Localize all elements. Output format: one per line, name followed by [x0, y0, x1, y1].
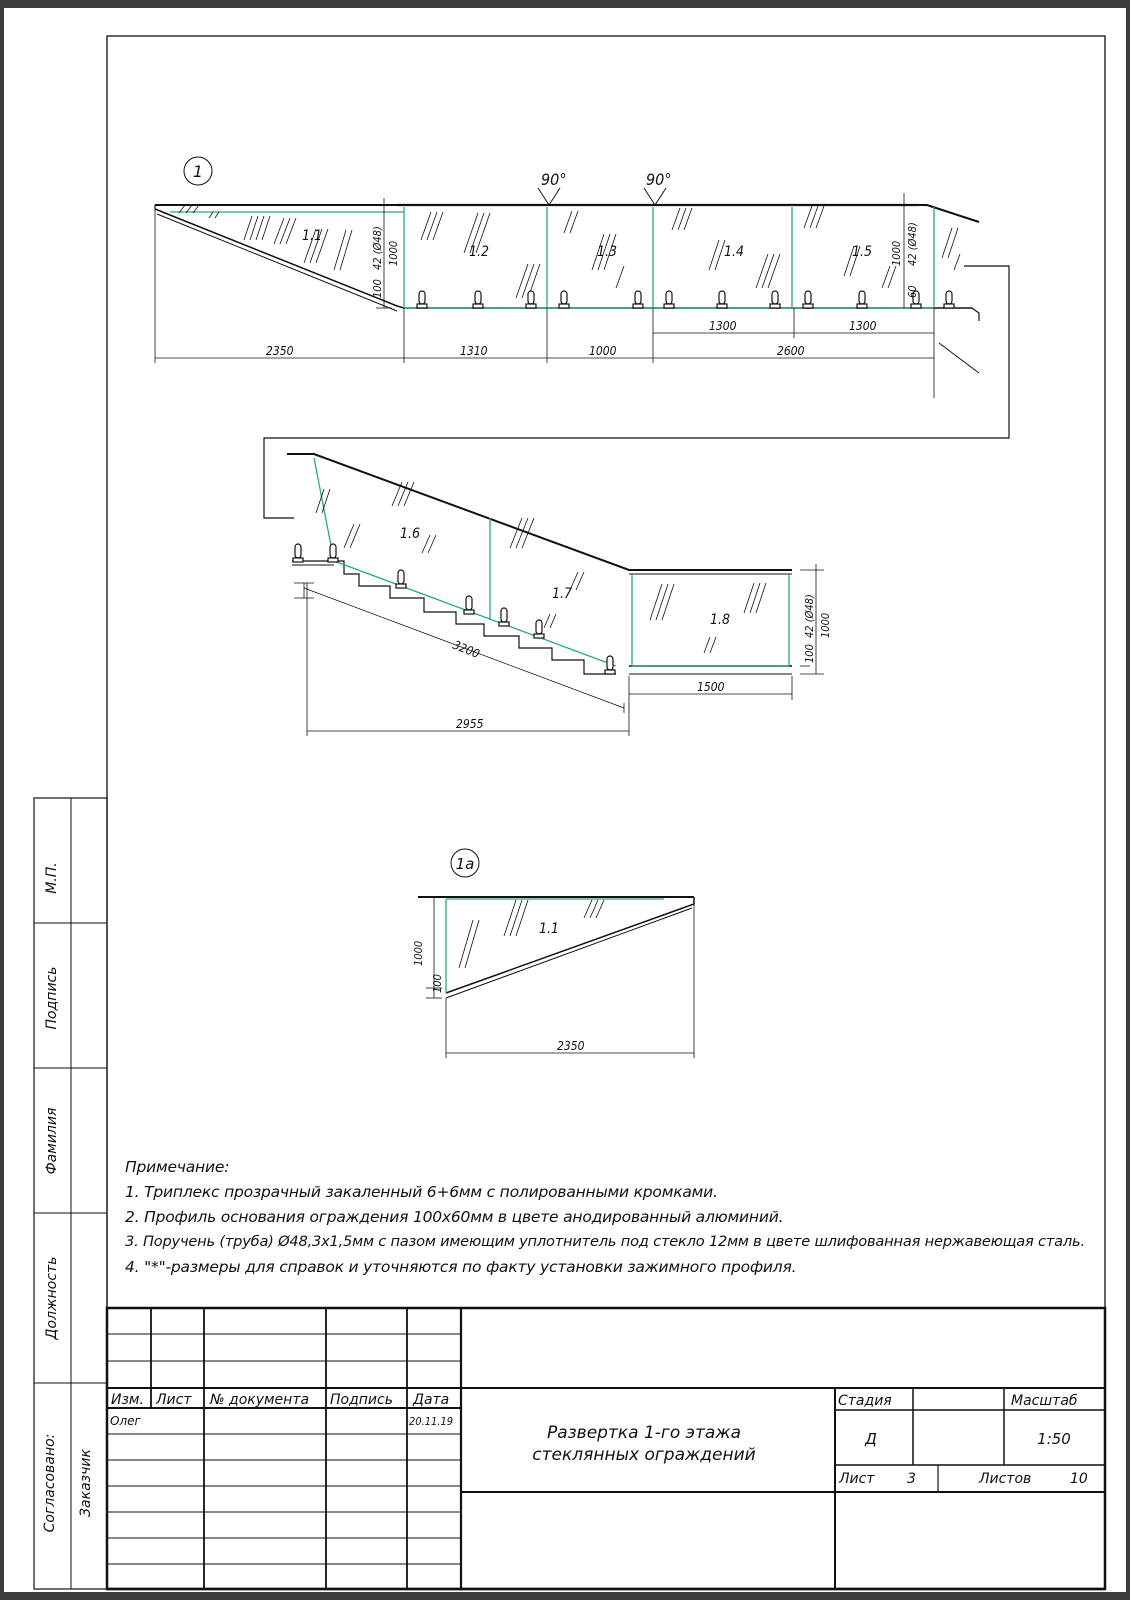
- drawing-sheet: М.П. Подпись Фамилия Должность Согласова…: [4, 8, 1126, 1592]
- note-1: 1. Триплекс прозрачный закаленный 6+6мм …: [125, 1183, 718, 1201]
- dim-1000: 1000: [589, 344, 617, 358]
- drawing-title-line2: стеклянных ограждений: [532, 1445, 755, 1465]
- dim-top-height-2: 1000: [890, 241, 903, 266]
- view-1: 1: [154, 156, 1010, 519]
- stamp-agreed-label: Согласовано:: [42, 1434, 58, 1533]
- sheet-value: 3: [907, 1471, 916, 1487]
- dim-1500: 1500: [697, 680, 725, 694]
- view-1a-marker: 1a: [456, 855, 475, 873]
- dim-1a-2350: 2350: [557, 1039, 585, 1053]
- hdr-document: № документа: [209, 1392, 309, 1408]
- dim-3200: 3200: [451, 638, 482, 661]
- notes-title: Примечание:: [125, 1158, 230, 1176]
- sheet-label: Лист: [838, 1471, 875, 1487]
- stamp-customer-label: Заказчик: [78, 1449, 94, 1517]
- dim-top-handrail-2: 42 (Ø48): [906, 222, 919, 266]
- title-block: Изм. Лист № документа Подпись Дата Олег …: [105, 1306, 1107, 1591]
- panel-1-3: 1.3: [597, 244, 617, 260]
- panel-1-5: 1.5: [852, 244, 872, 260]
- scale-value: 1:50: [1037, 1430, 1071, 1448]
- panel-1-6: 1.6: [400, 526, 420, 542]
- panel-1-2: 1.2: [469, 244, 489, 260]
- dim-1a-height: 1000: [412, 941, 425, 966]
- view-1a: 1a 1.1 1000 100 2350: [412, 848, 695, 1058]
- note-2: 2. Профиль основания ограждения 100х60мм…: [125, 1208, 784, 1226]
- note-4: 4. "*"-размеры для справок и уточняются …: [125, 1258, 797, 1276]
- author-name: Олег: [110, 1414, 141, 1428]
- sheets-value: 10: [1070, 1471, 1088, 1487]
- dim-mid-base: 100: [803, 644, 816, 663]
- dim-mid-height: 1000: [819, 613, 832, 638]
- angle-label-1: 90°: [541, 170, 567, 189]
- dim-top-base-2: 60: [906, 285, 919, 298]
- author-date: 20.11.19: [409, 1415, 453, 1428]
- stamp-mp-label: М.П.: [44, 862, 60, 894]
- panel-1-7: 1.7: [552, 586, 572, 602]
- dim-2955: 2955: [456, 717, 484, 731]
- hdr-list: Лист: [155, 1392, 192, 1408]
- dim-1310: 1310: [460, 344, 488, 358]
- panel-1-1: 1.1: [302, 228, 322, 244]
- hdr-signature: Подпись: [330, 1392, 393, 1408]
- stamp-position-label: Должность: [44, 1257, 60, 1341]
- scale-label: Масштаб: [1011, 1393, 1078, 1409]
- dim-2350: 2350: [266, 344, 294, 358]
- dim-top-handrail-1: 42 (Ø48): [371, 226, 384, 270]
- dim-1300-b: 1300: [849, 319, 877, 333]
- hdr-date: Дата: [412, 1392, 449, 1408]
- dim-1300-a: 1300: [709, 319, 737, 333]
- dim-1a-base: 100: [431, 974, 444, 993]
- view-1-marker: 1: [193, 162, 203, 181]
- dim-top-base-1: 100: [371, 279, 384, 298]
- hdr-izm: Изм.: [111, 1392, 144, 1408]
- panel-1-4: 1.4: [724, 244, 744, 260]
- inner-frame: [106, 35, 1106, 1590]
- stamp-surname-label: Фамилия: [44, 1108, 60, 1175]
- note-3: 3. Поручень (труба) Ø48,3х1,5мм с пазом …: [125, 1233, 1085, 1250]
- drawing-title-line1: Развертка 1-го этажа: [547, 1423, 741, 1443]
- dim-mid-handrail: 42 (Ø48): [803, 594, 816, 638]
- angle-label-2: 90°: [646, 170, 672, 189]
- panel-1-8: 1.8: [710, 612, 730, 628]
- sheets-label: Листов: [978, 1471, 1031, 1487]
- panel-1a: 1.1: [539, 921, 559, 937]
- stage-label: Стадия: [838, 1393, 892, 1409]
- stamp-signature-label: Подпись: [44, 967, 60, 1030]
- stage-value: Д: [864, 1430, 877, 1448]
- view-1-stair: 1.6 1.7 1.8 3200 2955 1500 1000 42 (Ø48)…: [287, 453, 832, 736]
- side-stamp-table: М.П. Подпись Фамилия Должность Согласова…: [33, 797, 108, 1590]
- dim-2600: 2600: [777, 344, 805, 358]
- dim-top-height-1: 1000: [387, 241, 400, 266]
